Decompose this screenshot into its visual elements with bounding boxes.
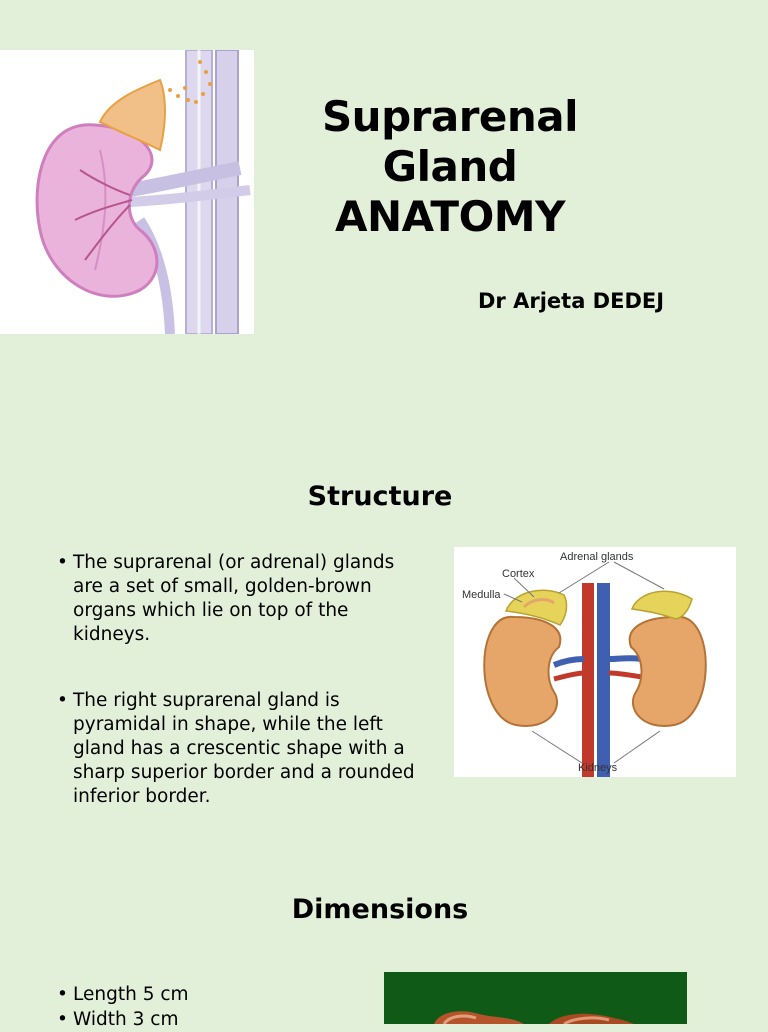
slide-title: Suprarenal Gland ANATOMY bbox=[260, 92, 640, 242]
label-kidneys: Kidneys bbox=[578, 762, 618, 774]
dimensions-bullet-2: Width 3 cm bbox=[57, 1008, 357, 1032]
label-adrenal-glands: Adrenal glands bbox=[560, 551, 634, 563]
structure-heading: Structure bbox=[307, 481, 453, 512]
dimensions-bullet-1: Length 5 cm bbox=[57, 983, 357, 1007]
adrenal-specimen-photo bbox=[384, 972, 687, 1024]
dimensions-bullets: Length 5 cm Width 3 cm bbox=[57, 983, 357, 1032]
label-medulla: Medulla bbox=[462, 589, 501, 601]
dimensions-heading: Dimensions bbox=[291, 894, 469, 925]
author-name: Dr Arjeta DEDEJ bbox=[478, 289, 665, 313]
structure-bullets: The suprarenal (or adrenal) glands are a… bbox=[57, 551, 427, 809]
adrenal-diagram: Adrenal glands Cortex Medulla Kidneys bbox=[454, 547, 736, 777]
title-line-2: ANATOMY bbox=[335, 192, 565, 241]
title-line-1: Suprarenal Gland bbox=[321, 92, 579, 191]
kidney-illustration bbox=[0, 50, 254, 334]
structure-bullet-1: The suprarenal (or adrenal) glands are a… bbox=[57, 551, 427, 647]
structure-bullet-2: The right suprarenal gland is pyramidal … bbox=[57, 689, 427, 809]
label-cortex: Cortex bbox=[502, 568, 535, 580]
